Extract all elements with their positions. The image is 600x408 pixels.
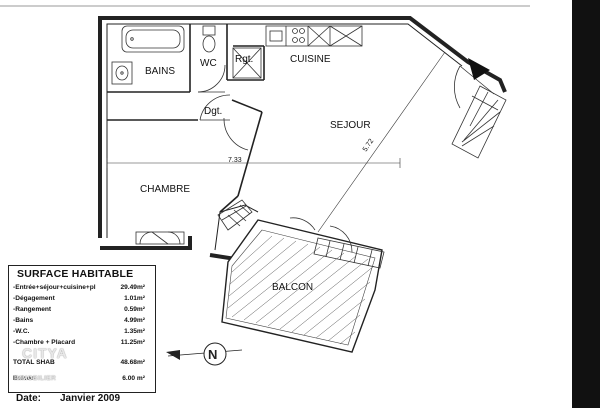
floor-plan-drawing: BAINS WC Rgt. CUISINE Dgt. SEJOUR CHAMBR…	[0, 5, 530, 366]
door-swings	[199, 65, 495, 253]
logo-brand: CITYA	[22, 345, 68, 361]
surface-row-value: 4.99m²	[124, 317, 145, 324]
surface-balcony-label: Balcon	[13, 375, 35, 382]
interior-walls	[107, 24, 265, 213]
sink	[111, 61, 133, 85]
surface-row-value: 29.49m²	[120, 284, 145, 291]
bathtub	[121, 25, 185, 53]
surface-row-value: 11.25m²	[120, 339, 145, 346]
room-label-sejour: SEJOUR	[330, 120, 371, 131]
logo-subtitle: IMMOBILIER	[14, 375, 56, 382]
wc-door	[197, 64, 226, 93]
balcony-door-window	[313, 237, 385, 269]
date-value: Janvier 2009	[60, 393, 121, 404]
surface-row: -W.C. 1.35m²	[13, 328, 145, 335]
room-label-rgt: Rgt.	[235, 54, 253, 65]
surface-total-label: TOTAL SHAB	[13, 359, 55, 366]
room-label-bains: BAINS	[145, 66, 175, 77]
surface-row: -Dégagement 1.01m²	[13, 295, 145, 302]
balcony-hatch	[227, 235, 375, 345]
surface-table-title: SURFACE HABITABLE	[17, 268, 134, 280]
dimension-lines	[106, 51, 446, 233]
toilet	[202, 25, 216, 53]
surface-total-row: TOTAL SHAB 48.68m²	[13, 359, 145, 366]
surface-row: -Bains 4.99m²	[13, 317, 145, 324]
date-label: Date:	[16, 393, 42, 404]
surface-row-value: 1.01m²	[124, 295, 145, 302]
room-label-balcon: BALCON	[272, 282, 313, 293]
bottom-left-window	[135, 231, 185, 245]
surface-row-label: -Bains	[13, 317, 34, 324]
surface-row-label: -Chambre + Placard	[13, 339, 76, 346]
surface-row: -Rangement 0.59m²	[13, 306, 145, 313]
date-row: Date: Janvier 2009	[16, 393, 120, 404]
room-label-chambre: CHAMBRE	[140, 184, 190, 195]
right-border-strip	[572, 0, 600, 408]
dimension-diagonal-label: 5.72	[362, 138, 375, 153]
surface-row-label: -Rangement	[13, 306, 52, 313]
surface-balcony-row: Balcon 6.00 m²	[13, 375, 145, 382]
surface-row-value: 1.35m²	[124, 328, 145, 335]
surface-row-label: -Entrée+séjour+cuisine+pl	[13, 284, 96, 291]
chambre-window	[217, 199, 253, 231]
dimension-width-label: 7.33	[228, 157, 242, 164]
rangement-closet	[232, 47, 262, 79]
surface-total-value: 48.68m²	[120, 359, 145, 366]
room-label-dgt: Dgt.	[204, 106, 222, 117]
room-label-cuisine: CUISINE	[290, 54, 331, 65]
surface-balcony-value: 6.00 m²	[122, 375, 145, 382]
svg-text:N: N	[208, 347, 217, 362]
kitchen-counter	[265, 25, 363, 47]
surface-row: -Entrée+séjour+cuisine+pl 29.49m²	[13, 284, 145, 291]
surface-row-label: -Dégagement	[13, 295, 55, 302]
surface-row-label: -W.C.	[13, 328, 30, 335]
entrance-marker	[468, 58, 490, 80]
agency-logo: CITYA IMMOBILIER	[12, 345, 74, 385]
surface-row-value: 0.59m²	[124, 306, 145, 313]
surface-table: SURFACE HABITABLE -Entrée+séjour+cuisine…	[8, 265, 156, 393]
surface-row: -Chambre + Placard 11.25m²	[13, 339, 145, 346]
right-window	[451, 85, 507, 159]
room-label-wc: WC	[200, 58, 217, 69]
north-arrow-icon: N	[166, 342, 243, 366]
